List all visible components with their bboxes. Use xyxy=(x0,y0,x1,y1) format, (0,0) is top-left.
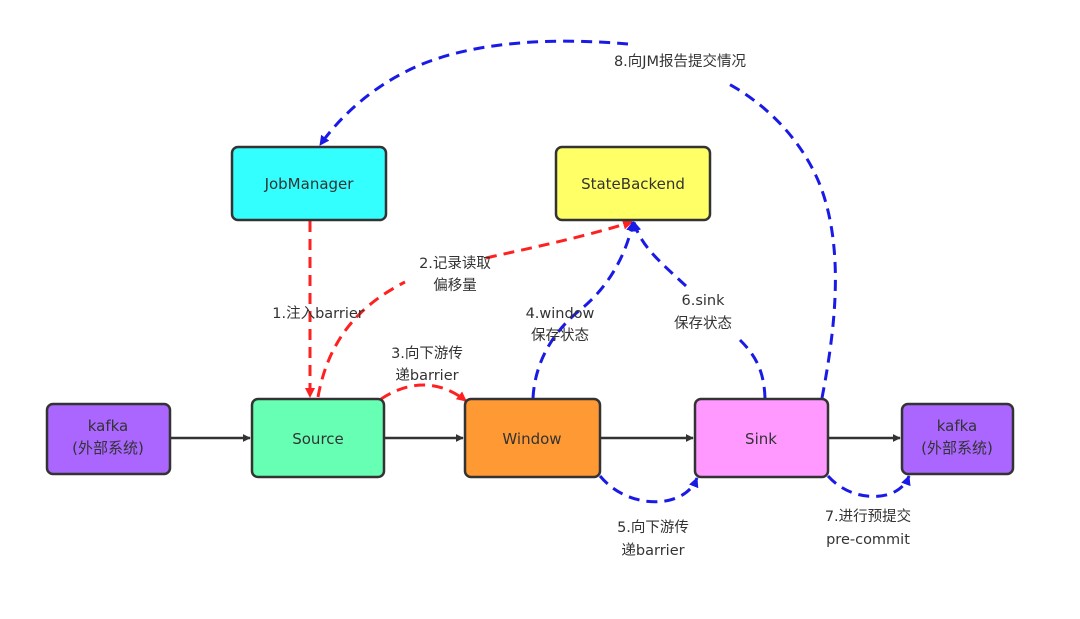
node-box xyxy=(900,402,1015,476)
node-box xyxy=(693,397,830,479)
node-window: Window xyxy=(463,397,602,479)
node-sink: Sink xyxy=(693,397,830,479)
node-label: Window xyxy=(502,430,561,448)
checkpoint-edges xyxy=(305,39,911,504)
label-step4-line2: 保存状态 xyxy=(531,327,589,344)
label-step5-line1: 5.向下游传 xyxy=(617,519,689,536)
label-step2-line1: 2.记录读取 xyxy=(419,255,491,272)
edge-step6-sink-save-state xyxy=(634,222,767,399)
node-label: JobManager xyxy=(264,175,355,193)
label-step2-line2: 偏移量 xyxy=(433,277,477,294)
label-step7-line1: 7.进行预提交 xyxy=(825,507,911,525)
node-label-line2: (外部系统) xyxy=(921,439,993,457)
node-label: StateBackend xyxy=(581,175,685,193)
node-statebackend: StateBackend xyxy=(554,145,712,222)
node-label-line2: (外部系统) xyxy=(72,439,144,457)
label-step6-line1: 6.sink xyxy=(681,293,725,309)
label-step6-line2: 保存状态 xyxy=(674,315,732,332)
label-step8: 8.向JM报告提交情况 xyxy=(614,52,747,70)
edge-step8-report-to-jm xyxy=(320,39,837,399)
label-step7-line2: pre-commit xyxy=(826,532,910,548)
node-label: Source xyxy=(292,430,344,448)
node-kafka-output: kafka (外部系统) xyxy=(900,402,1015,476)
node-box xyxy=(463,397,602,479)
edge-step2-record-offset xyxy=(316,222,632,398)
node-source: Source xyxy=(250,397,386,479)
node-kafka-input: kafka (外部系统) xyxy=(45,402,172,476)
node-box xyxy=(45,402,172,476)
edge-step7-pre-commit xyxy=(826,474,911,498)
label-step3-line2: 递barrier xyxy=(395,367,458,384)
label-step1: 1.注入barrier xyxy=(272,305,364,322)
edge-labels: 1.注入barrier 2.记录读取 偏移量 3.向下游传 递barrier 4… xyxy=(272,52,911,559)
node-label-line1: kafka xyxy=(88,417,129,435)
label-step5-line2: 递barrier xyxy=(621,542,684,559)
node-box xyxy=(554,145,712,222)
label-step4-line1: 4.window xyxy=(526,306,595,322)
node-label: Sink xyxy=(745,430,777,448)
node-label-line1: kafka xyxy=(937,417,978,435)
node-jobmanager: JobManager xyxy=(230,145,388,222)
edge-step5-pass-barrier xyxy=(598,475,699,504)
label-step3-line1: 3.向下游传 xyxy=(391,345,463,362)
node-box xyxy=(250,397,386,479)
node-box xyxy=(230,145,388,222)
edge-step3-pass-barrier xyxy=(380,383,467,403)
